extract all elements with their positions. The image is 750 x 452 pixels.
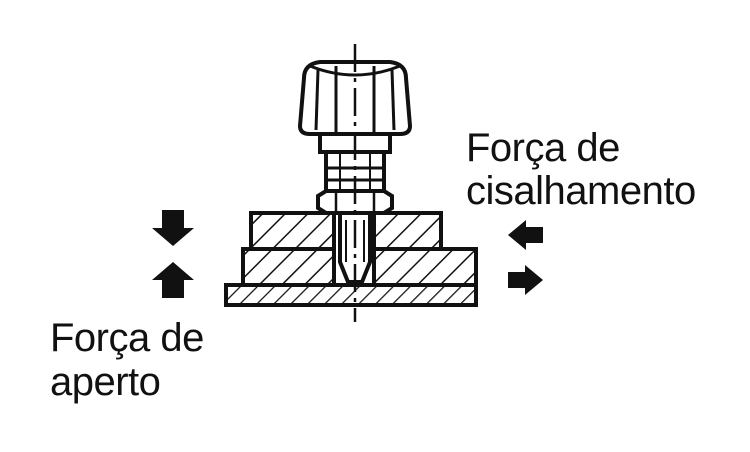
clamping-force-label-line1: Força de (50, 316, 204, 360)
shear-force-label-line1: Força de (466, 126, 620, 170)
shear-arrow-left-icon (508, 220, 543, 250)
clamping-arrow-up-icon (152, 262, 194, 298)
bottom-plate (224, 283, 478, 307)
shear-arrow-right-icon (508, 265, 543, 295)
clamping-force-label-line2: aperto (50, 360, 161, 404)
clamping-arrow-down-icon (152, 210, 194, 246)
shear-force-label-line2: cisalhamento (466, 169, 696, 213)
